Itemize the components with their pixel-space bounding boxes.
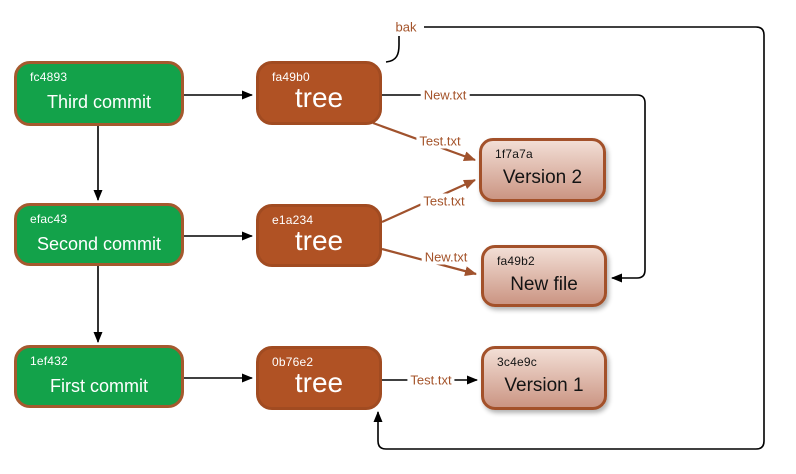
edge-label-newtxt-tree2: New.txt bbox=[421, 249, 471, 265]
blob-hash: 1f7a7a bbox=[495, 147, 533, 161]
commit-label: Third commit bbox=[46, 92, 151, 112]
edge-tree3-newtxt-to-newfile bbox=[382, 94, 646, 283]
tree-hash: e1a234 bbox=[272, 213, 314, 227]
commit-hash: efac43 bbox=[30, 212, 68, 226]
blob-label: Version 1 bbox=[504, 375, 584, 396]
tree-label: tree bbox=[294, 367, 344, 398]
blob-box-version2: 1f7a7a Version 2 bbox=[479, 138, 606, 202]
tree-label: tree bbox=[294, 225, 344, 256]
edge-bak-stem bbox=[385, 36, 400, 63]
tree-box-second: e1a234 tree bbox=[256, 204, 382, 267]
blob-hash: 3c4e9c bbox=[497, 355, 537, 369]
blob-hash: fa49b2 bbox=[497, 254, 535, 268]
tree-label: tree bbox=[294, 82, 344, 113]
blob-box-newfile: fa49b2 New file bbox=[481, 245, 607, 307]
commit-box-second: efac43 Second commit bbox=[14, 203, 184, 266]
commit-hash: fc4893 bbox=[30, 70, 68, 84]
blob-label: New file bbox=[510, 274, 578, 295]
commit-box-third: fc4893 Third commit bbox=[14, 61, 184, 126]
commit-box-first: 1ef432 First commit bbox=[14, 345, 184, 408]
edge-bak-to-tree1 bbox=[373, 26, 765, 450]
commit-hash: 1ef432 bbox=[30, 354, 68, 368]
commit-label: First commit bbox=[50, 376, 148, 396]
edge-label-testtxt-tree2: Test.txt bbox=[420, 193, 468, 209]
blob-label: Version 2 bbox=[502, 167, 583, 188]
tree-hash: fa49b0 bbox=[272, 70, 310, 84]
blob-box-version1: 3c4e9c Version 1 bbox=[481, 346, 607, 410]
edge-label-testtxt-tree3: Test.txt bbox=[416, 133, 464, 149]
edge-label-testtxt-tree1: Test.txt bbox=[407, 372, 455, 388]
edge-label-bak: bak bbox=[392, 19, 420, 35]
commit-label: Second commit bbox=[36, 234, 162, 254]
tree-box-first: 0b76e2 tree bbox=[256, 346, 382, 410]
tree-hash: 0b76e2 bbox=[272, 355, 314, 369]
tree-box-third: fa49b0 tree bbox=[256, 61, 382, 125]
edge-label-newtxt-top: New.txt bbox=[420, 87, 470, 103]
